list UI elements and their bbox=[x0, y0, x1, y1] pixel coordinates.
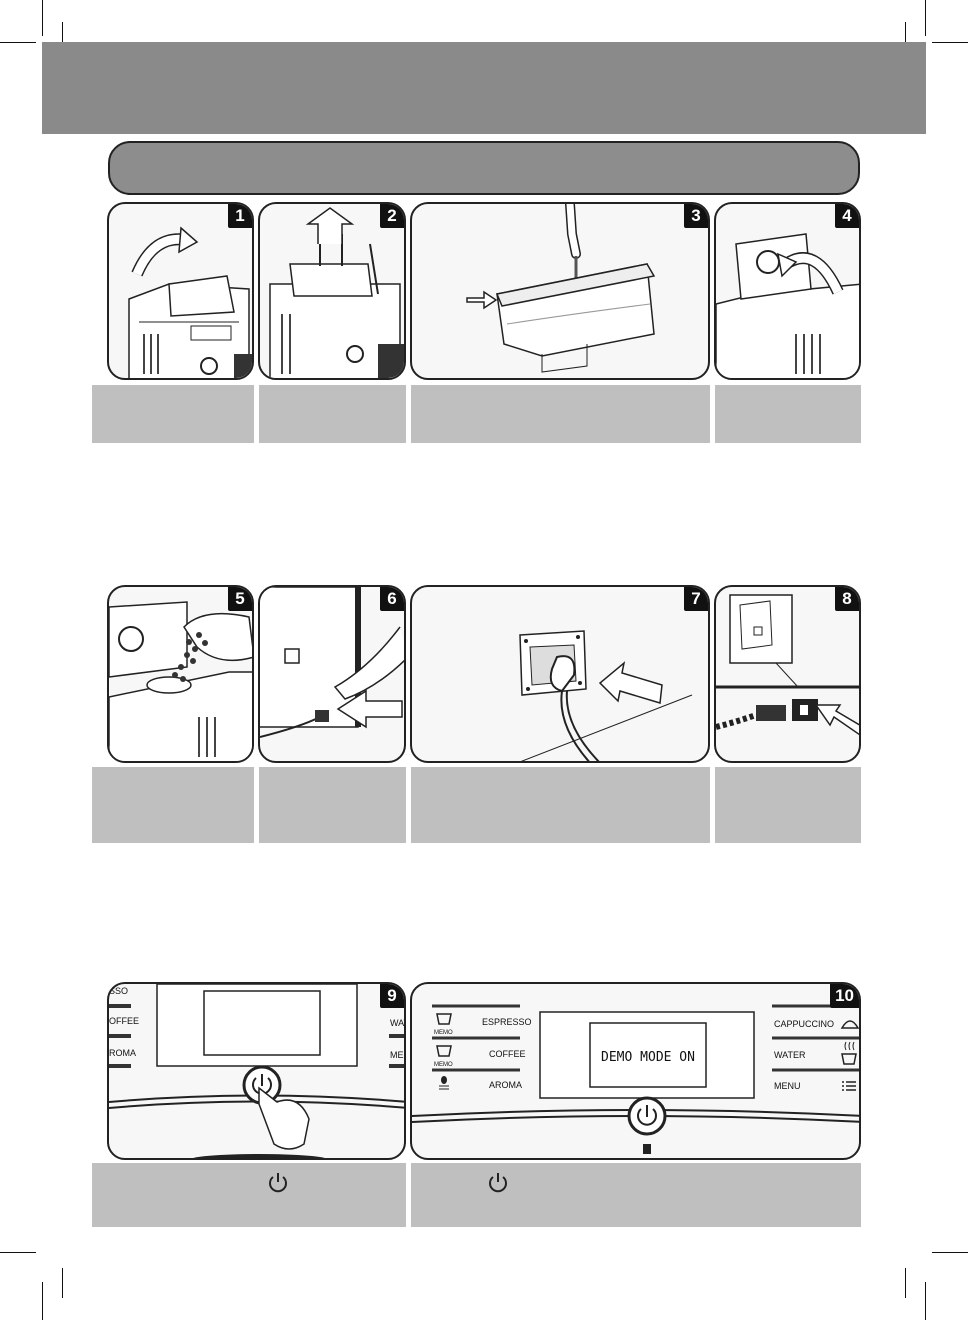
water-button-label: WATER bbox=[774, 1050, 806, 1060]
step-8-illustration: 8 bbox=[714, 585, 861, 763]
section-title-bar bbox=[108, 141, 860, 195]
crop-mark bbox=[932, 1252, 968, 1253]
crop-mark bbox=[62, 1268, 63, 1298]
step-10-caption bbox=[411, 1163, 861, 1227]
step-number-badge: 2 bbox=[380, 204, 404, 228]
power-icon bbox=[269, 1173, 287, 1193]
step-1-illustration: 1 bbox=[107, 202, 254, 380]
step-number-badge: 6 bbox=[380, 587, 404, 611]
crop-mark bbox=[0, 1252, 36, 1253]
panel9-left-label-2: OFFEE bbox=[109, 1016, 139, 1026]
step-8-caption bbox=[715, 767, 861, 843]
step-number-badge: 5 bbox=[228, 587, 252, 611]
machine-lid-close-drawing bbox=[716, 233, 859, 378]
step-number-badge: 1 bbox=[228, 204, 252, 228]
crop-mark bbox=[42, 0, 43, 36]
step-7-illustration: 7 bbox=[410, 585, 710, 763]
step-number-badge: 9 bbox=[380, 984, 404, 1008]
crop-mark bbox=[0, 42, 36, 43]
panel9-right-label-1: WAT bbox=[390, 1018, 406, 1028]
espresso-button-label: ESPRESSO bbox=[482, 1017, 532, 1027]
step-number-badge: 10 bbox=[830, 984, 859, 1008]
plugging-cord-into-machine-drawing bbox=[260, 587, 404, 738]
aroma-button-label: AROMA bbox=[489, 1080, 522, 1090]
step-3-caption bbox=[411, 385, 710, 443]
power-icon bbox=[637, 1105, 657, 1126]
step-9-caption bbox=[92, 1163, 406, 1227]
control-panel-press-power-drawing: SSO OFFEE ROMA WAT MEN bbox=[109, 984, 406, 1158]
step-6-caption bbox=[259, 767, 406, 843]
machine-lid-open-drawing bbox=[128, 226, 252, 378]
panel9-right-label-2: MEN bbox=[390, 1050, 406, 1060]
crop-mark bbox=[905, 1268, 906, 1298]
bean-icon bbox=[439, 1076, 449, 1090]
step-number-badge: 4 bbox=[835, 204, 859, 228]
cup-icon bbox=[436, 1013, 452, 1025]
header-band bbox=[42, 42, 926, 134]
lcd-display-text: DEMO MODE ON bbox=[601, 1050, 695, 1065]
mug-icon bbox=[436, 1045, 452, 1057]
step-4-illustration: 4 bbox=[714, 202, 861, 380]
step-number-badge: 7 bbox=[684, 587, 708, 611]
step-3-illustration: 3 bbox=[410, 202, 710, 380]
step-9-illustration: SSO OFFEE ROMA WAT MEN 9 bbox=[107, 982, 406, 1160]
panel9-left-label-1: SSO bbox=[109, 986, 128, 996]
step-6-illustration: 6 bbox=[258, 585, 406, 763]
step-5-caption bbox=[92, 767, 254, 843]
step-4-caption bbox=[715, 385, 861, 443]
water-tank-removal-drawing bbox=[269, 207, 404, 378]
power-icon bbox=[489, 1173, 507, 1193]
power-switch-drawing bbox=[716, 594, 859, 736]
step-10-illustration: MEMO ESPRESSO MEMO COFFEE AROMA DEMO MOD… bbox=[410, 982, 861, 1160]
step-5-illustration: 5 bbox=[107, 585, 254, 763]
coffee-memo-label: MEMO bbox=[434, 1062, 453, 1068]
plugging-into-wall-socket-drawing bbox=[519, 630, 693, 761]
hot-water-icon bbox=[841, 1041, 857, 1065]
crop-mark bbox=[925, 0, 926, 36]
crop-mark bbox=[905, 22, 906, 60]
step-number-badge: 3 bbox=[684, 204, 708, 228]
filling-coffee-beans-drawing bbox=[109, 601, 252, 761]
cappuccino-button-label: CAPPUCCINO bbox=[774, 1019, 834, 1029]
menu-button-label: MENU bbox=[774, 1081, 801, 1091]
step-2-illustration: 2 bbox=[258, 202, 406, 380]
espresso-memo-label: MEMO bbox=[434, 1030, 453, 1036]
step-2-caption bbox=[259, 385, 406, 443]
step-1-caption bbox=[92, 385, 254, 443]
crop-mark bbox=[932, 42, 968, 43]
crop-mark bbox=[925, 1282, 926, 1320]
coffee-button-label: COFFEE bbox=[489, 1049, 526, 1059]
crop-mark bbox=[62, 22, 63, 60]
step-number-badge: 8 bbox=[835, 587, 859, 611]
crop-mark bbox=[42, 1282, 43, 1320]
control-panel-demo-mode-drawing: MEMO ESPRESSO MEMO COFFEE AROMA DEMO MOD… bbox=[412, 1004, 859, 1154]
menu-list-icon bbox=[842, 1081, 856, 1091]
filling-water-tank-drawing bbox=[466, 204, 656, 373]
panel9-left-label-3: ROMA bbox=[109, 1048, 136, 1058]
milk-icon bbox=[840, 1020, 859, 1029]
step-7-caption bbox=[411, 767, 710, 843]
